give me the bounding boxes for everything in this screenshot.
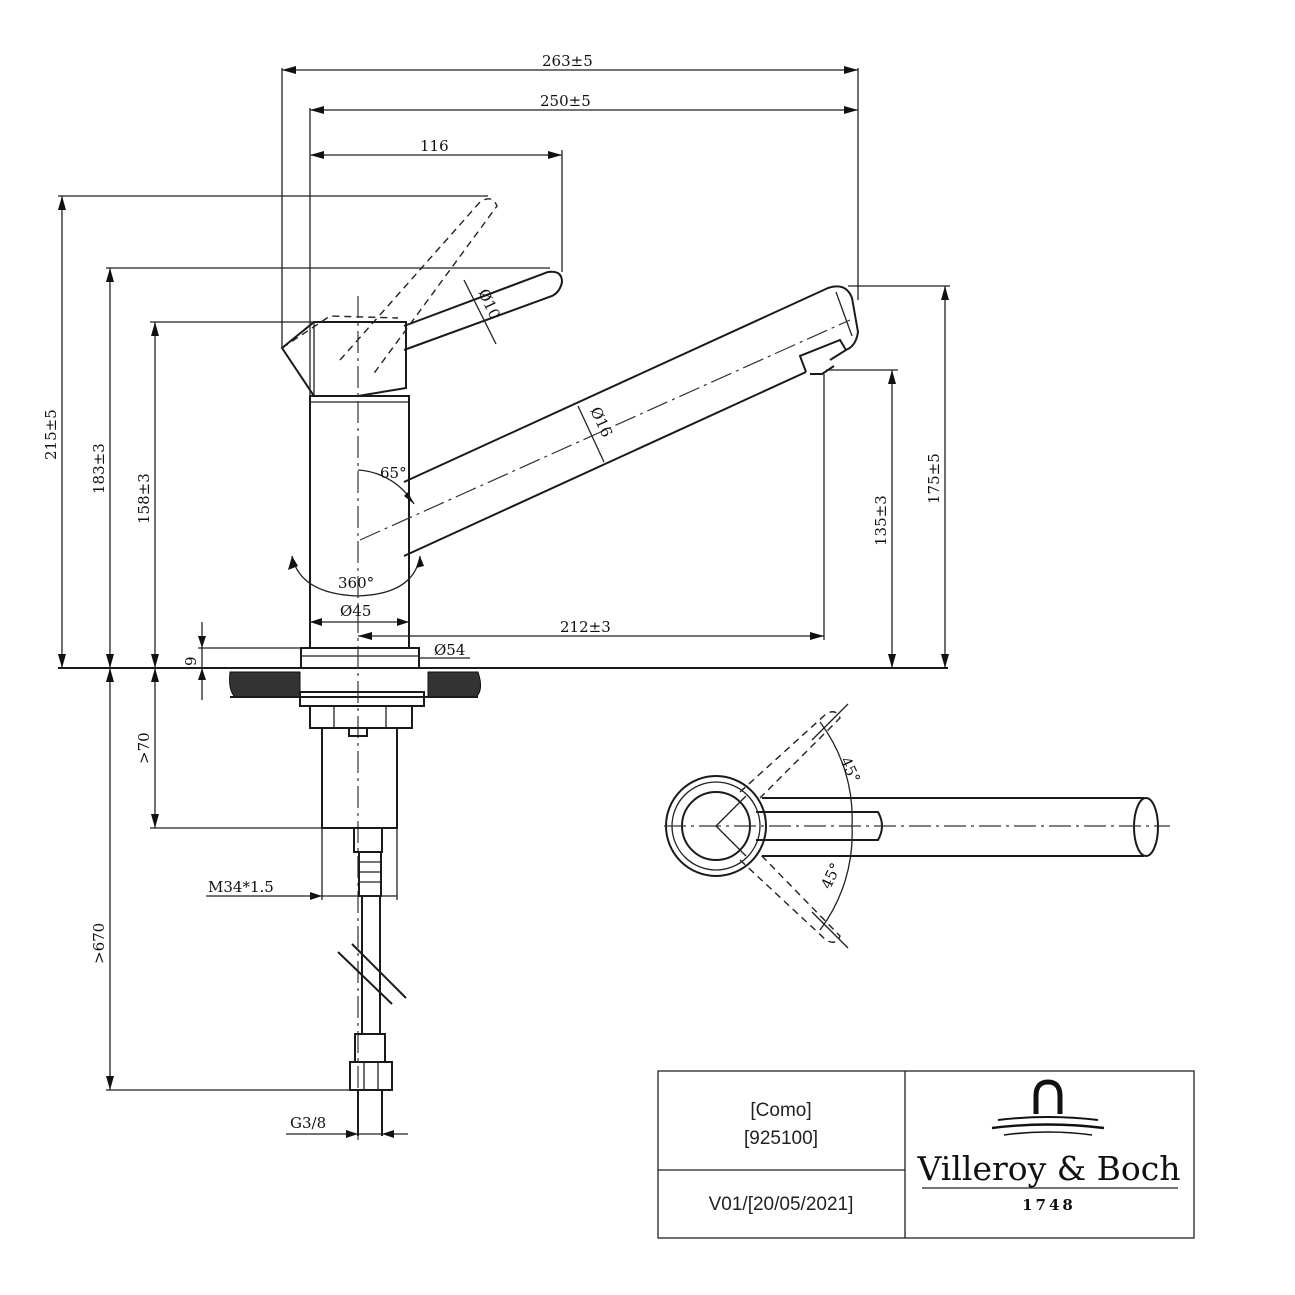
dim-body-diameter: Ø45 xyxy=(340,602,371,620)
dim-base-diameter: Ø54 xyxy=(434,641,465,659)
dim-spout-reach: 250±5 xyxy=(540,92,591,110)
brand-year: 1748 xyxy=(1022,1196,1076,1214)
dim-connection: G3/8 xyxy=(290,1114,326,1132)
dim-base-thickness: 9 xyxy=(182,656,200,666)
brand-name: Villeroy & Boch xyxy=(917,1149,1181,1188)
dim-total-height: 215±5 xyxy=(42,409,60,460)
dim-overall-reach: 263±5 xyxy=(542,52,593,70)
dim-lever-angle-bottom: 45° xyxy=(817,860,845,892)
dim-lever-reach: 116 xyxy=(420,137,449,155)
dim-spout-projection: 212±3 xyxy=(560,618,611,636)
product-number: [925100] xyxy=(744,1128,818,1149)
dim-hose-length: >670 xyxy=(90,923,108,964)
side-elevation: 263±5 250±5 116 215±5 183±3 158±3 175±5 … xyxy=(42,52,950,1140)
dim-outlet-height: 135±3 xyxy=(872,495,890,546)
product-name: [Como] xyxy=(750,1100,811,1121)
dim-spout-height: 175±5 xyxy=(925,453,943,504)
dim-min-depth: >70 xyxy=(135,732,153,764)
dim-lever-angle-top: 45° xyxy=(836,754,864,786)
title-block: [Como] [925100] V01/[20/05/2021] Villero… xyxy=(657,1070,1195,1239)
dim-swivel: 360° xyxy=(338,574,374,592)
dim-body-height: 158±3 xyxy=(135,473,153,524)
dim-lever-diameter: Ø10 xyxy=(474,286,504,322)
brand-logo-icon xyxy=(991,1079,1105,1136)
dim-spout-angle: 65° xyxy=(380,464,407,482)
version-date: V01/[20/05/2021] xyxy=(709,1194,854,1215)
dim-thread: M34*1.5 xyxy=(208,878,274,896)
dim-lever-height: 183±3 xyxy=(90,443,108,494)
top-view: 45° 45° xyxy=(664,703,1170,949)
